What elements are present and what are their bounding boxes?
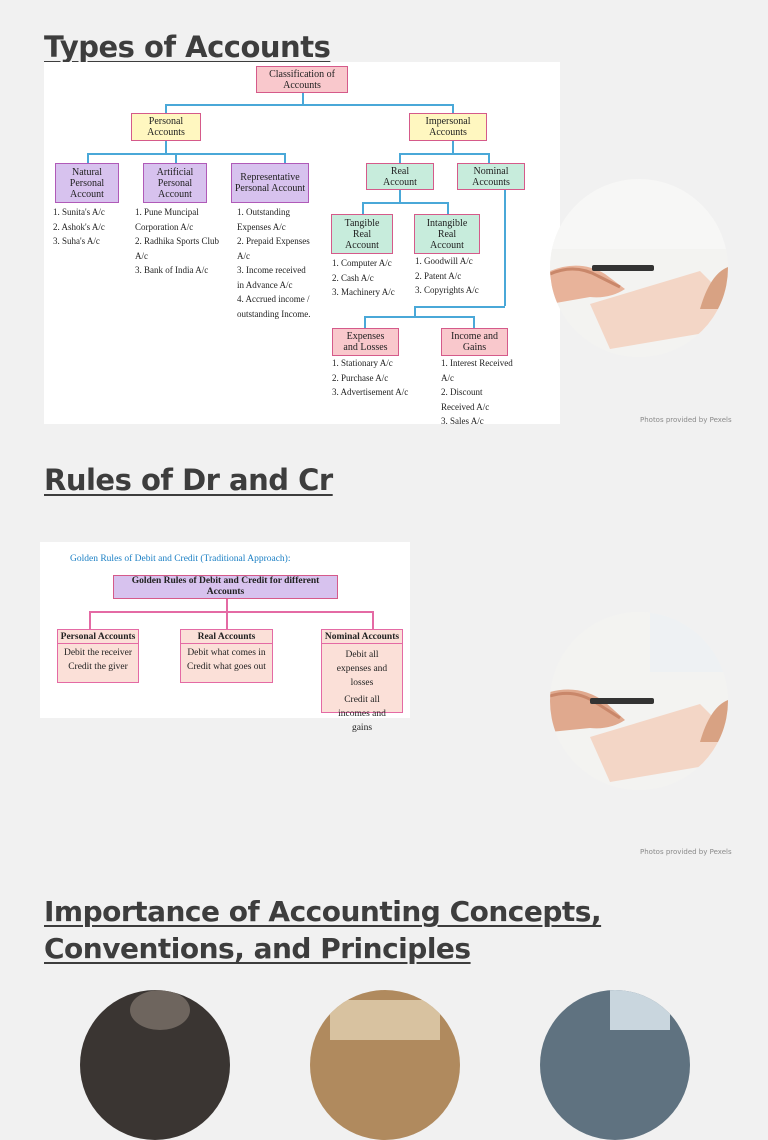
- list-item: 1. Interest Received A/c: [441, 358, 513, 383]
- real-rule-title: Real Accounts: [181, 630, 272, 644]
- golden-rules-caption: Golden Rules of Debit and Credit (Tradit…: [70, 554, 291, 564]
- types-of-accounts-heading: Types of Accounts: [44, 30, 331, 64]
- intangible-real-box: Intangible Real Account: [414, 214, 480, 254]
- real-rule-line: Credit what goes out: [187, 662, 266, 672]
- list-item: 3. Machinery A/c: [332, 287, 395, 297]
- list-item: 2. Cash A/c: [332, 272, 374, 283]
- expenses-items-list: 1. Stationary A/c 2. Purchase A/c 3. Adv…: [332, 356, 428, 400]
- classification-root-box: Classification of Accounts: [256, 66, 348, 93]
- list-item: 2. Discount Received A/c: [441, 387, 490, 412]
- bottom-photo-1: [80, 990, 230, 1140]
- real-account-box: Real Account: [366, 163, 434, 190]
- handshake-document-photo-icon: [550, 612, 728, 790]
- list-item: 2. Radhika Sports Club A/c: [135, 236, 220, 261]
- list-item: 1. Goodwill A/c: [415, 256, 473, 266]
- rules-of-dr-cr-heading: Rules of Dr and Cr: [44, 463, 333, 497]
- photo-credit-1: Photos provided by Pexels: [640, 416, 732, 424]
- nominal-rule-line: Debit all expenses and losses: [336, 650, 388, 688]
- importance-heading: Importance of Accounting Concepts, Conve…: [44, 895, 602, 965]
- income-items-list: 1. Interest Received A/c 2. Discount Rec…: [441, 356, 517, 429]
- nominal-rule-line: Credit all incomes and gains: [338, 695, 386, 733]
- representative-personal-box: Representative Personal Account: [231, 163, 309, 203]
- list-item: 3. Advertisement A/c: [332, 387, 409, 397]
- list-item: 3. Copyrights A/c: [415, 285, 479, 295]
- golden-rules-title-box: Golden Rules of Debit and Credit for dif…: [113, 575, 338, 599]
- tangible-items-list: 1. Computer A/c 2. Cash A/c 3. Machinery…: [332, 256, 416, 300]
- golden-rules-diagram: Golden Rules of Debit and Credit (Tradit…: [40, 542, 410, 733]
- expenses-losses-box: Expenses and Losses: [332, 328, 399, 356]
- list-item: 1. Pune Muncipal Corporation A/c: [135, 207, 199, 232]
- handshake-photo: [550, 179, 728, 357]
- list-item: 3. Bank of India A/c: [135, 265, 209, 275]
- list-item: 1. Stationary A/c: [332, 358, 393, 368]
- intangible-items-list: 1. Goodwill A/c 2. Patent A/c 3. Copyrig…: [415, 254, 501, 298]
- photo-credit-2: Photos provided by Pexels: [640, 848, 732, 856]
- real-rule-box: Real Accounts Debit what comes in Credit…: [180, 629, 273, 683]
- list-item: 4. Accrued income / outstanding Income.: [237, 294, 311, 319]
- classification-diagram: Classification of Accounts Personal Acco…: [44, 62, 560, 426]
- personal-accounts-box: Personal Accounts: [131, 113, 201, 141]
- natural-personal-box: Natural Personal Account: [55, 163, 119, 203]
- tangible-real-box: Tangible Real Account: [331, 214, 393, 254]
- artificial-personal-box: Artificial Personal Account: [143, 163, 207, 203]
- list-item: 3. Income received in Advance A/c: [237, 265, 306, 290]
- list-item: 2. Ashok's A/c: [53, 221, 105, 232]
- bottom-photo-3: [540, 990, 690, 1140]
- nominal-rule-box: Nominal Accounts Debit all expenses and …: [321, 629, 403, 733]
- list-item: 3. Suha's A/c: [53, 236, 100, 246]
- income-gains-box: Income and Gains: [441, 328, 508, 356]
- representative-items-list: 1. Outstanding Expenses A/c 2. Prepaid E…: [237, 205, 313, 321]
- personal-rule-line: Credit the giver: [68, 662, 128, 672]
- handshake-document-photo-icon: [550, 179, 728, 357]
- nominal-accounts-box: Nominal Accounts: [457, 163, 525, 190]
- list-item: 1. Computer A/c: [332, 258, 392, 268]
- list-item: 3. Sales A/c: [441, 416, 484, 426]
- personal-rule-box: Personal Accounts Debit the receiver Cre…: [57, 629, 139, 683]
- nominal-rule-title: Nominal Accounts: [322, 630, 402, 644]
- list-item: 2. Purchase A/c: [332, 372, 389, 383]
- list-item: 1. Outstanding Expenses A/c: [237, 207, 290, 232]
- natural-items-list: 1. Sunita's A/c 2. Ashok's A/c 3. Suha's…: [53, 205, 135, 249]
- real-rule-line: Debit what comes in: [187, 648, 266, 658]
- list-item: 1. Sunita's A/c: [53, 207, 105, 217]
- list-item: 2. Prepaid Expenses A/c: [237, 236, 310, 261]
- bottom-photo-2: [310, 990, 460, 1140]
- handshake-photo-2: [550, 612, 728, 790]
- personal-rule-line: Debit the receiver: [63, 648, 133, 658]
- personal-rule-title: Personal Accounts: [58, 630, 138, 644]
- artificial-items-list: 1. Pune Muncipal Corporation A/c 2. Radh…: [135, 205, 233, 278]
- impersonal-accounts-box: Impersonal Accounts: [409, 113, 487, 141]
- list-item: 2. Patent A/c: [415, 270, 462, 281]
